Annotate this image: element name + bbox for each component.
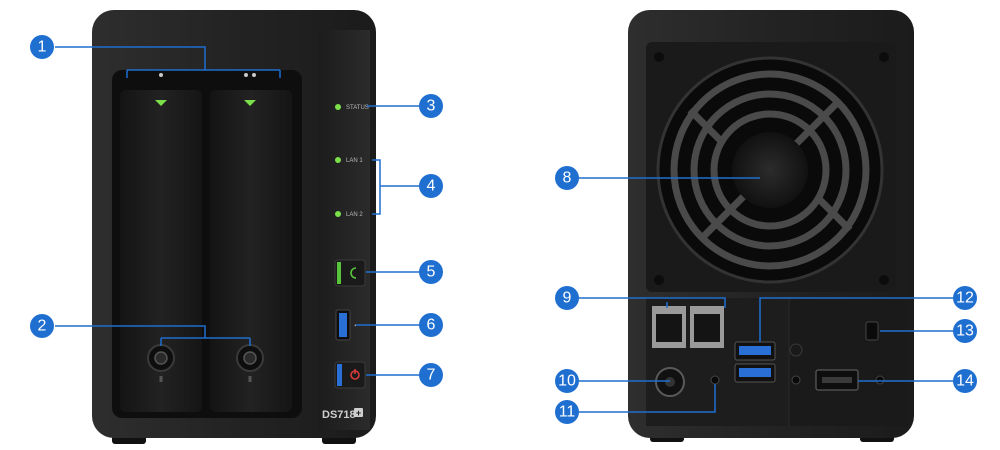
svg-text:14: 14 bbox=[956, 373, 974, 390]
svg-text:11: 11 bbox=[559, 404, 576, 421]
svg-text:2: 2 bbox=[38, 318, 47, 335]
callout-3: 3 bbox=[419, 94, 443, 118]
svg-text:12: 12 bbox=[956, 290, 974, 307]
svg-text:1: 1 bbox=[38, 39, 47, 56]
tray-2-lock-icon[interactable] bbox=[243, 351, 257, 365]
model-suffix: + bbox=[356, 408, 361, 418]
rear-usb-port-2[interactable] bbox=[734, 363, 776, 383]
status-led-label: STATUS bbox=[346, 105, 369, 111]
callout-5: 5 bbox=[419, 260, 443, 284]
svg-text:10: 10 bbox=[558, 373, 576, 390]
power-button[interactable] bbox=[334, 361, 366, 389]
drive-tray-1[interactable] bbox=[120, 90, 202, 412]
svg-text:5: 5 bbox=[427, 264, 436, 281]
svg-text:8: 8 bbox=[563, 170, 572, 187]
svg-text:13: 13 bbox=[956, 323, 974, 340]
callout-13: 13 bbox=[953, 319, 977, 343]
lan1-led-label: LAN 1 bbox=[346, 158, 363, 164]
svg-text:6: 6 bbox=[427, 317, 436, 334]
front-unit: STATUS LAN 1 LAN 2 ⭠ DS718 + bbox=[92, 10, 376, 444]
svg-text:4: 4 bbox=[427, 178, 436, 195]
svg-text:3: 3 bbox=[427, 98, 436, 115]
drive-2-led-icon bbox=[244, 100, 256, 106]
copy-button[interactable] bbox=[334, 259, 366, 287]
callout-8: 8 bbox=[555, 166, 579, 190]
svg-text:9: 9 bbox=[563, 290, 572, 307]
esata-port[interactable] bbox=[815, 369, 859, 391]
callout-12: 12 bbox=[953, 286, 977, 310]
fan-grill bbox=[656, 56, 884, 284]
reset-button[interactable] bbox=[710, 375, 720, 385]
lan-port-2[interactable] bbox=[690, 306, 724, 348]
svg-text:7: 7 bbox=[427, 367, 436, 384]
drive-tray-2[interactable] bbox=[210, 90, 292, 412]
lan1-led-icon bbox=[335, 157, 341, 163]
status-led-icon bbox=[335, 104, 341, 110]
copy-c-icon bbox=[350, 267, 357, 279]
lan2-led-icon bbox=[335, 211, 341, 217]
callout-9: 9 bbox=[555, 286, 579, 310]
callout-2: 2 bbox=[30, 314, 54, 338]
callout-badges: 1 2 3 4 5 6 7 8 9 10 11 12 13 14 bbox=[30, 35, 977, 424]
callout-1: 1 bbox=[30, 35, 54, 59]
callout-6: 6 bbox=[419, 313, 443, 337]
callout-lines bbox=[55, 46, 965, 413]
callout-14: 14 bbox=[953, 369, 977, 393]
callout-7: 7 bbox=[419, 363, 443, 387]
callout-10: 10 bbox=[555, 369, 579, 393]
lan2-led-label: LAN 2 bbox=[346, 212, 363, 218]
callout-11: 11 bbox=[555, 400, 579, 424]
model-label: DS718 bbox=[322, 409, 356, 421]
rear-usb-port-1[interactable] bbox=[734, 341, 776, 361]
tray-1-lock-icon[interactable] bbox=[154, 351, 168, 365]
io-panel-right bbox=[790, 298, 908, 426]
lan-port-1[interactable] bbox=[652, 306, 686, 348]
callout-4: 4 bbox=[419, 174, 443, 198]
fan-hub bbox=[732, 132, 808, 208]
kensington-slot[interactable] bbox=[865, 321, 879, 341]
drive-1-led-icon bbox=[155, 100, 167, 106]
back-unit bbox=[628, 10, 914, 442]
